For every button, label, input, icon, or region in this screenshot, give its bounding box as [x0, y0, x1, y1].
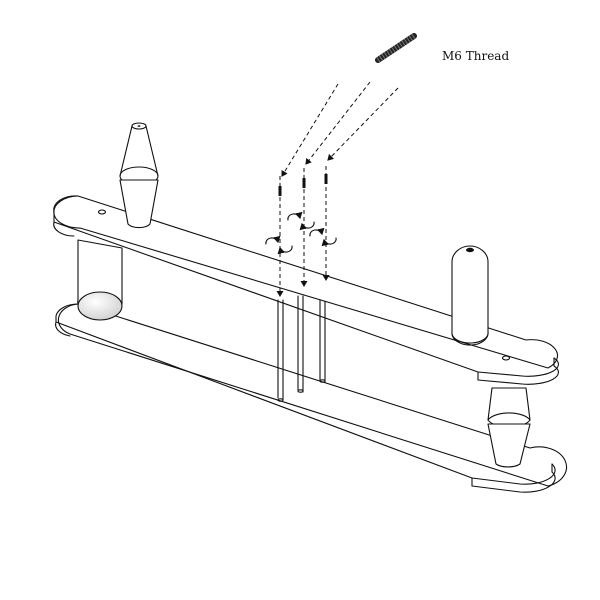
- threaded-rods: [277, 293, 326, 402]
- m6-thread-label: M6 Thread: [442, 49, 509, 63]
- right-screw-hole: [501, 355, 511, 361]
- right-upper-post: [451, 245, 489, 346]
- assembly-arrows: [276, 81, 399, 297]
- left-screw-hole: [97, 209, 107, 215]
- left-lower-post: [77, 239, 123, 321]
- rotation-arrow-icon: [265, 211, 337, 255]
- left-upper-post: [119, 122, 159, 229]
- m6-thread-rod: [375, 33, 417, 63]
- bottom-board: [55, 303, 568, 493]
- right-lower-post: [487, 387, 531, 468]
